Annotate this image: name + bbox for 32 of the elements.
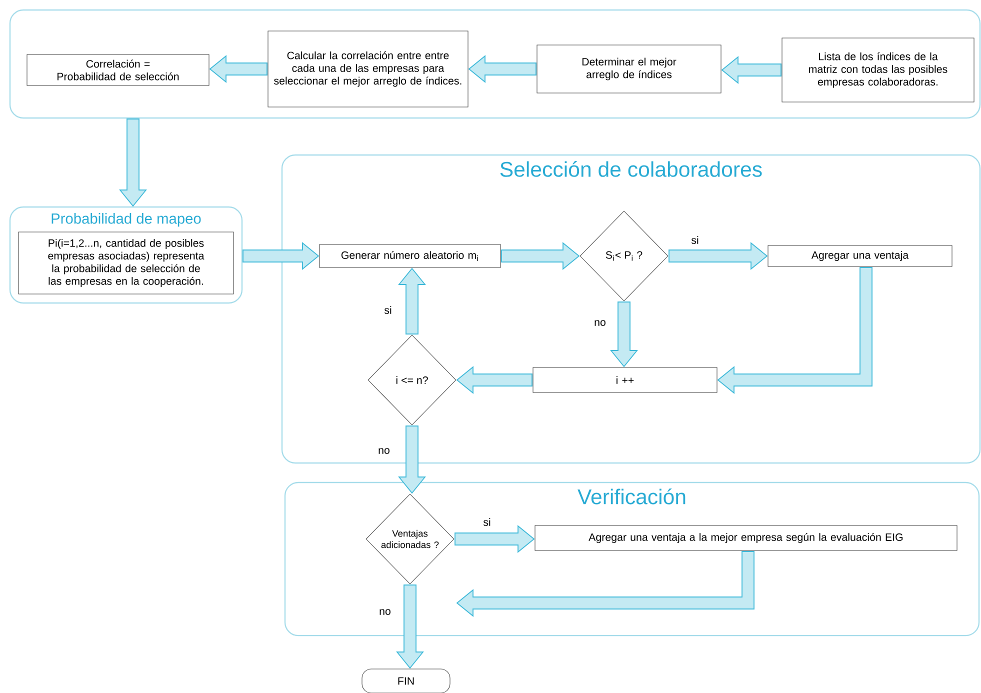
block-arrow — [396, 584, 424, 669]
edge-label: si — [382, 304, 394, 316]
process-box: Calcular la correlación entre entre cada una de las empresas para seleccionar el mejor arreglo de índices. — [268, 30, 468, 108]
block-arrow — [454, 525, 535, 553]
process-box: Generar número aleatorio m$_{i}$ — [319, 244, 501, 268]
terminal-box: FIN — [362, 668, 450, 693]
process-box: Agregar una ventaja — [768, 245, 952, 267]
edge-label: si — [690, 234, 700, 246]
edge-label: no — [376, 446, 392, 456]
process-box: Lista de los índices de la matriz con todas las posibles empresas colaboradoras. — [782, 38, 974, 102]
block-arrow — [119, 118, 147, 207]
process-box: Determinar el mejor arreglo de índices — [536, 44, 722, 94]
block-arrow — [668, 242, 768, 270]
block-arrow — [242, 242, 320, 270]
process-box: Agregar una ventaja a la mejor empresa según la evaluación EIG — [534, 525, 958, 551]
block-arrow — [501, 242, 580, 270]
block-arrow — [209, 55, 268, 83]
block-arrow — [721, 56, 782, 84]
group-panel — [9, 9, 981, 119]
process-box: i ++ — [532, 367, 718, 393]
edge-label: no — [378, 608, 392, 616]
block-arrow — [610, 302, 638, 368]
process-box: Pi(i=1,2...n, cantidad de posibles empresas asociadas) representa la probabilidad de selección de las empresas en la cooperación. — [18, 232, 234, 294]
edge-label: no — [592, 318, 608, 328]
block-arrow — [398, 268, 426, 334]
block-arrow — [468, 55, 536, 83]
block-arrow — [717, 267, 872, 394]
edge-label: si — [482, 516, 492, 528]
block-arrow — [398, 426, 426, 494]
block-arrow — [456, 366, 532, 394]
block-arrow — [456, 551, 754, 617]
process-box: Correlación = Probabilidad de selección — [26, 54, 210, 86]
